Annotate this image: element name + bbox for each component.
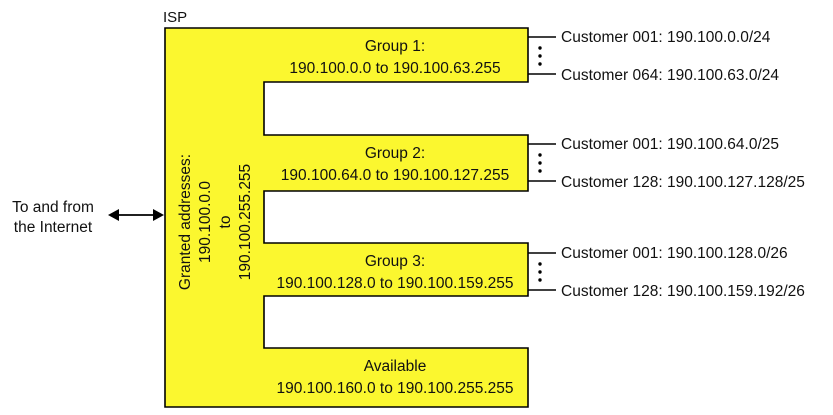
- group-2-connector: [528, 143, 556, 182]
- group-3-ellipsis: [538, 262, 542, 282]
- available-range: 190.100.160.0 to 190.100.255.255: [276, 380, 513, 397]
- group-3-customer-first: Customer 001: 190.100.128.0/26: [561, 245, 788, 262]
- group-3-customer-last: Customer 128: 190.100.159.192/26: [561, 283, 805, 300]
- group-1-connector: [528, 36, 556, 75]
- group-2-customer-first: Customer 001: 190.100.64.0/25: [561, 136, 779, 153]
- isp-block: [164, 27, 529, 408]
- group-3-range: 190.100.128.0 to 190.100.159.255: [276, 275, 513, 292]
- granted-addresses-line-3: to: [217, 216, 234, 229]
- group-1-range: 190.100.0.0 to 190.100.63.255: [289, 60, 500, 77]
- isp-label: ISP: [163, 9, 187, 26]
- group-2-customer-last: Customer 128: 190.100.127.128/25: [561, 174, 805, 191]
- group-2-title: Group 2:: [365, 145, 425, 162]
- group-1-customer-last: Customer 064: 190.100.63.0/24: [561, 67, 779, 84]
- double-arrow-icon: [108, 209, 164, 221]
- granted-addresses-line-4: 190.100.255.255: [237, 164, 254, 280]
- group-3-connector: [528, 252, 556, 291]
- group-2-ellipsis: [538, 153, 542, 173]
- granted-addresses-line-2: 190.100.0.0: [197, 181, 214, 263]
- group-1-title: Group 1:: [365, 38, 425, 55]
- group-1-customer-first: Customer 001: 190.100.0.0/24: [561, 29, 771, 46]
- group-2-range: 190.100.64.0 to 190.100.127.255: [281, 167, 509, 184]
- internet-label-line-2: the Internet: [14, 219, 93, 236]
- group-1-ellipsis: [538, 46, 542, 66]
- internet-label-line-1: To and from: [12, 199, 94, 216]
- available-title: Available: [364, 358, 427, 375]
- group-3-title: Group 3:: [365, 253, 425, 270]
- granted-addresses-line-1: Granted addresses:: [177, 154, 194, 290]
